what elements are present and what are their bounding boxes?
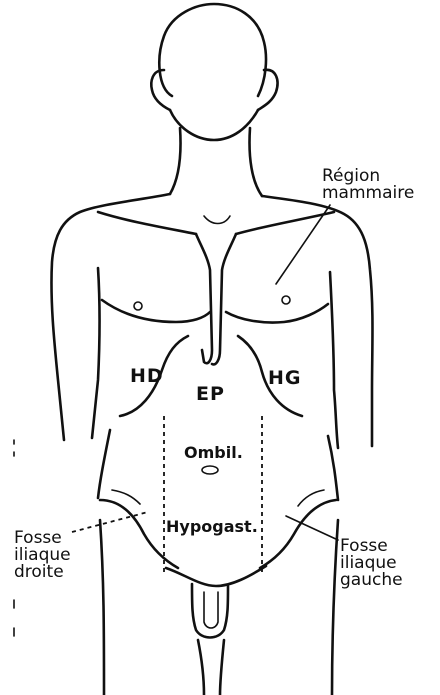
label-ep: EP — [196, 386, 225, 403]
right-leg-outer — [332, 520, 338, 695]
label-fosse-iliaque-droite: Fosse iliaque droite — [14, 530, 71, 581]
penis — [192, 584, 228, 638]
suprasternal — [204, 216, 230, 224]
penis-inner — [204, 592, 218, 628]
left-clavicle — [98, 212, 196, 234]
right-arm-inner — [330, 272, 338, 448]
neck-right — [250, 128, 263, 196]
label-region-mammaire: Région mammaire — [322, 168, 414, 202]
sternum — [196, 234, 212, 363]
left-nipple — [134, 302, 142, 310]
label-ombil: Ombil. — [184, 444, 243, 461]
neck-left — [170, 128, 181, 194]
umbilicus — [202, 466, 218, 474]
sternum-right — [212, 234, 236, 364]
left-arm-inner — [92, 268, 100, 438]
left-shoulder — [51, 194, 170, 440]
label-region-mammaire-line2: mammaire — [322, 185, 414, 202]
label-fosse-iliaque-gauche: Fosse iliaque gauche — [340, 538, 403, 589]
left-hip-crest — [112, 490, 140, 504]
left-pectoral — [102, 300, 210, 322]
right-pectoral — [226, 304, 328, 323]
label-hypogast: Hypogast. — [166, 518, 258, 535]
right-shoulder — [262, 196, 373, 446]
label-fosse-droite-line3: droite — [14, 564, 71, 581]
left-leg-inner — [198, 640, 204, 695]
left-leg-outer — [100, 520, 104, 695]
groin — [166, 566, 266, 586]
label-fosse-gauche-line3: gauche — [340, 572, 403, 589]
head-outline — [159, 4, 266, 96]
right-leg-inner — [220, 640, 224, 695]
right-hip-crest — [298, 490, 324, 506]
right-nipple — [282, 296, 290, 304]
right-clavicle — [236, 212, 334, 234]
jaw — [170, 110, 258, 140]
leader-mammaire — [276, 205, 330, 284]
label-hd: HD — [130, 368, 164, 385]
left-waist — [98, 430, 110, 498]
label-hg: HG — [268, 370, 302, 387]
